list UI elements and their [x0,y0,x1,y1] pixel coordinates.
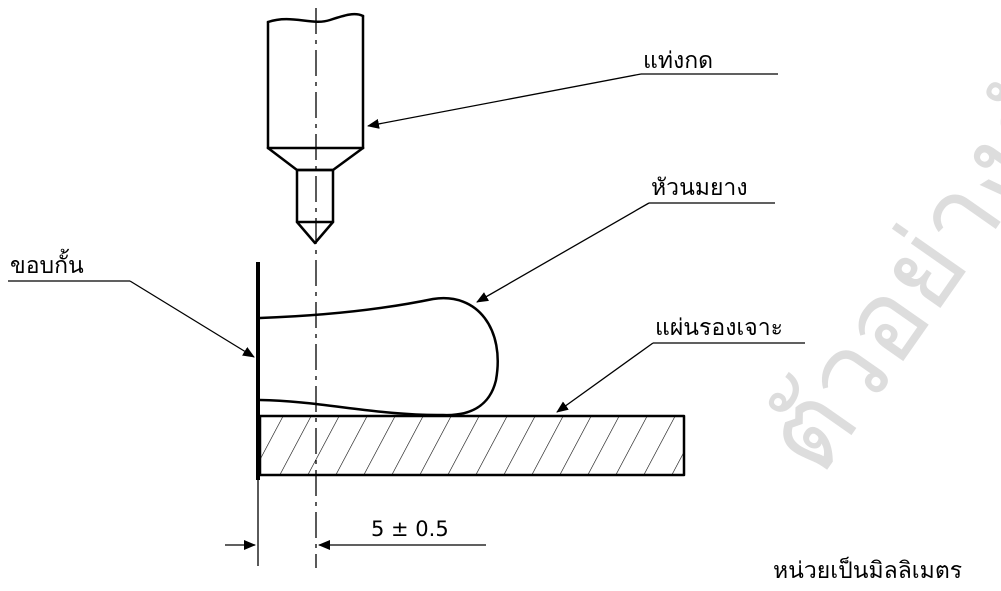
punch-pin [295,168,335,224]
leader-plate: แผ่นรองเจาะ [556,315,805,413]
leader-stop: ขอบกั้น [8,249,255,358]
dimension: 5 ± 0.5 [225,480,486,566]
units-note: หน่วยเป็นมิลลิเมตร [773,555,962,584]
punch-break-line [266,12,365,24]
dimension-text: 5 ± 0.5 [371,517,449,541]
label-stop: ขอบกั้น [10,249,84,279]
label-teat: หัวนมยาง [651,175,748,201]
punch-tip [295,220,335,245]
leader-punch: แท่งกด [367,48,778,129]
perforation-plate [258,414,686,477]
label-plate: แผ่นรองเจาะ [655,315,783,341]
leader-teat: หัวนมยาง [476,175,775,303]
teat-outline [258,296,499,417]
plate-hatch [260,416,684,475]
label-punch: แท่งกด [643,48,713,74]
punch-rod [266,12,365,245]
